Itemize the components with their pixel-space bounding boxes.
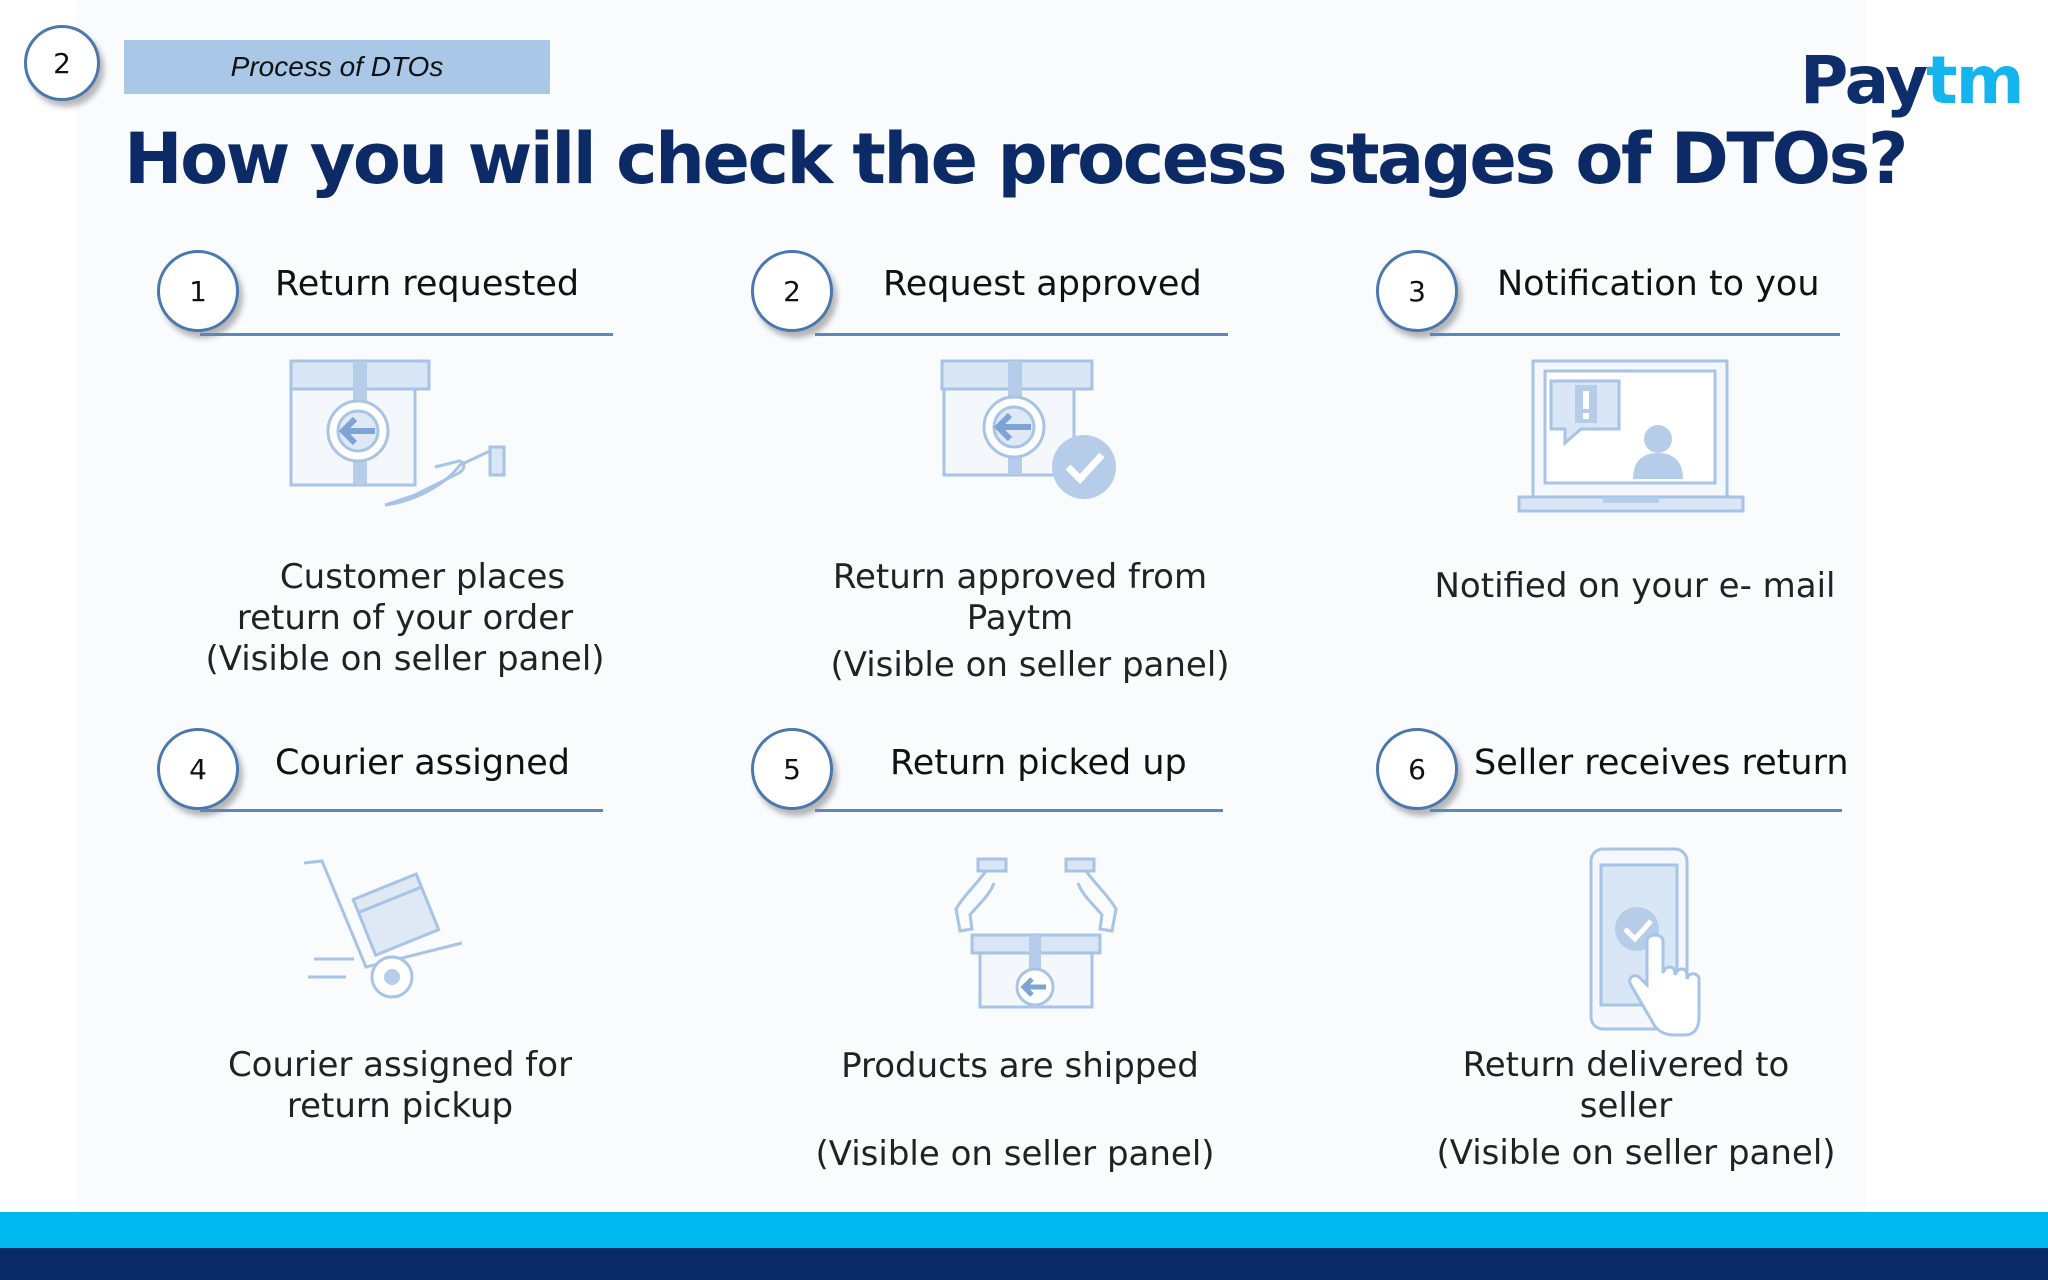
step-1-divider <box>200 333 613 336</box>
step-5-desc-line <box>810 1087 1230 1128</box>
box-return-checkmark-icon <box>940 359 1116 499</box>
step-4-desc-line: return pickup <box>286 1086 514 1126</box>
step-5-desc-line: Products are shipped <box>841 1046 1199 1086</box>
step-1-desc-line: Customer places <box>279 557 566 597</box>
laptop-notification-icon <box>1517 359 1745 513</box>
step-2-title: Request approved <box>883 264 1202 304</box>
step-5-divider <box>815 809 1223 812</box>
step-5-description: Products are shipped (Visible on seller … <box>810 1046 1230 1175</box>
step-5-desc-line: (Visible on seller panel) <box>815 1134 1215 1174</box>
step-2-divider <box>815 333 1228 336</box>
step-5-title: Return picked up <box>890 743 1187 783</box>
phone-tap-check-icon <box>1589 847 1701 1037</box>
step-6-number-badge: 6 <box>1376 728 1458 810</box>
step-5-number-badge: 5 <box>751 728 833 810</box>
step-1-number-badge: 1 <box>157 250 239 332</box>
step-2-desc-line: (Visible on seller panel) <box>830 645 1230 685</box>
step-1-desc-line: (Visible on seller panel) <box>205 639 605 679</box>
step-4-description: Courier assigned for return pickup <box>195 1045 605 1127</box>
step-2-desc-line: Paytm <box>966 598 1074 638</box>
box-return-hand-icon <box>289 359 506 507</box>
paytm-logo: Paytm <box>1800 48 2024 114</box>
step-6-desc-line: (Visible on seller panel) <box>1436 1133 1836 1173</box>
footer-bar-cyan <box>0 1212 2048 1248</box>
step-4-number: 4 <box>189 752 207 786</box>
step-1-title: Return requested <box>275 264 580 304</box>
step-6-divider <box>1430 809 1842 812</box>
step-4-divider <box>200 809 603 812</box>
logo-text-pay: Pay <box>1800 42 1928 119</box>
step-4-number-badge: 4 <box>157 728 239 810</box>
page-title: How you will check the process stages of… <box>124 118 1908 200</box>
slide-number-badge: 2 <box>24 25 100 101</box>
step-4-desc-line: Courier assigned for <box>227 1045 573 1085</box>
slide-number: 2 <box>53 46 71 80</box>
step-1-desc-line: return of your order <box>236 598 574 638</box>
section-label: Process of DTOs <box>124 40 550 94</box>
hands-box-pickup-icon <box>954 857 1118 1009</box>
step-3-desc-line: Notified on your e- mail <box>1434 566 1836 606</box>
step-2-number-badge: 2 <box>751 250 833 332</box>
step-2-desc-line: Return approved from <box>832 557 1208 597</box>
step-6-desc-line: seller <box>1579 1086 1673 1126</box>
content-panel <box>76 0 1866 1215</box>
hand-truck-icon <box>303 859 463 999</box>
step-6-desc-line: Return delivered to <box>1462 1045 1790 1085</box>
step-3-divider <box>1430 333 1840 336</box>
logo-text-tm: tm <box>1926 42 2024 119</box>
footer-bar-navy <box>0 1248 2048 1280</box>
step-3-title: Notification to you <box>1497 264 1820 304</box>
step-6-title: Seller receives return <box>1474 743 1849 783</box>
step-3-number: 3 <box>1408 274 1426 308</box>
step-3-number-badge: 3 <box>1376 250 1458 332</box>
step-3-description: Notified on your e- mail <box>1420 566 1850 607</box>
step-1-description: Customer places return of your order (Vi… <box>195 557 615 680</box>
step-2-number: 2 <box>783 274 801 308</box>
step-6-description: Return delivered to seller (Visible on s… <box>1420 1045 1852 1174</box>
step-1-number: 1 <box>189 274 207 308</box>
step-4-title: Courier assigned <box>275 743 570 783</box>
step-6-number: 6 <box>1408 752 1426 786</box>
step-2-description: Return approved from Paytm (Visible on s… <box>810 557 1230 686</box>
step-5-number: 5 <box>783 752 801 786</box>
